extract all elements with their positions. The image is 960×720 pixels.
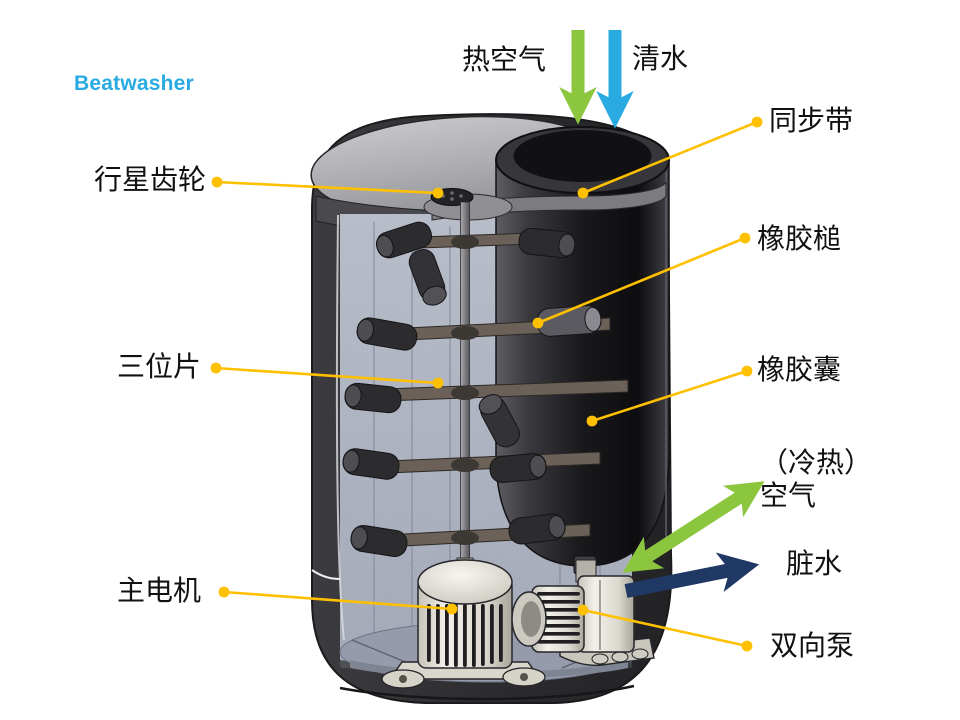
label-hot-air: 热空气 (462, 45, 547, 76)
label-clean-water: 清水 (632, 44, 689, 75)
brand-logo: Beatwasher (74, 72, 194, 95)
leader-rubber-bladder (586, 365, 753, 427)
label-cold-hot-air-line2: 空气 (760, 481, 817, 513)
label-timing-belt: 同步带 (769, 106, 854, 137)
leader-lines (210, 116, 763, 652)
label-cold-hot-air-line1: （冷热） (760, 448, 873, 479)
label-three-position-piece: 三位片 (117, 352, 202, 383)
dirty-water-arrow-icon (624, 552, 760, 598)
leader-planetary-gear (211, 176, 444, 199)
leader-bidirectional-pump (577, 604, 753, 652)
label-cold-hot-air: （冷热） 空气 (760, 447, 872, 513)
flow-arrows (559, 30, 765, 598)
washer-cutaway (310, 113, 673, 704)
label-bidirectional-pump: 双向泵 (770, 631, 855, 662)
main-motor-part (381, 557, 546, 689)
label-planetary-gear: 行星齿轮 (94, 165, 207, 196)
label-rubber-bladder: 橡胶囊 (757, 355, 842, 386)
label-dirty-water: 脏水 (786, 549, 843, 580)
air-flow-double-arrow-icon (622, 481, 765, 573)
leader-main-motor (218, 586, 458, 615)
arm-hubs (451, 235, 479, 545)
leader-three-position-piece (210, 362, 444, 389)
leader-timing-belt (577, 116, 763, 199)
rubber-mallets (342, 221, 602, 557)
bidirectional-pump-part (511, 559, 655, 667)
tank-opening (513, 130, 652, 182)
leader-rubber-mallet (532, 232, 751, 329)
label-rubber-mallet: 橡胶槌 (757, 224, 842, 255)
label-main-motor: 主电机 (117, 576, 202, 607)
